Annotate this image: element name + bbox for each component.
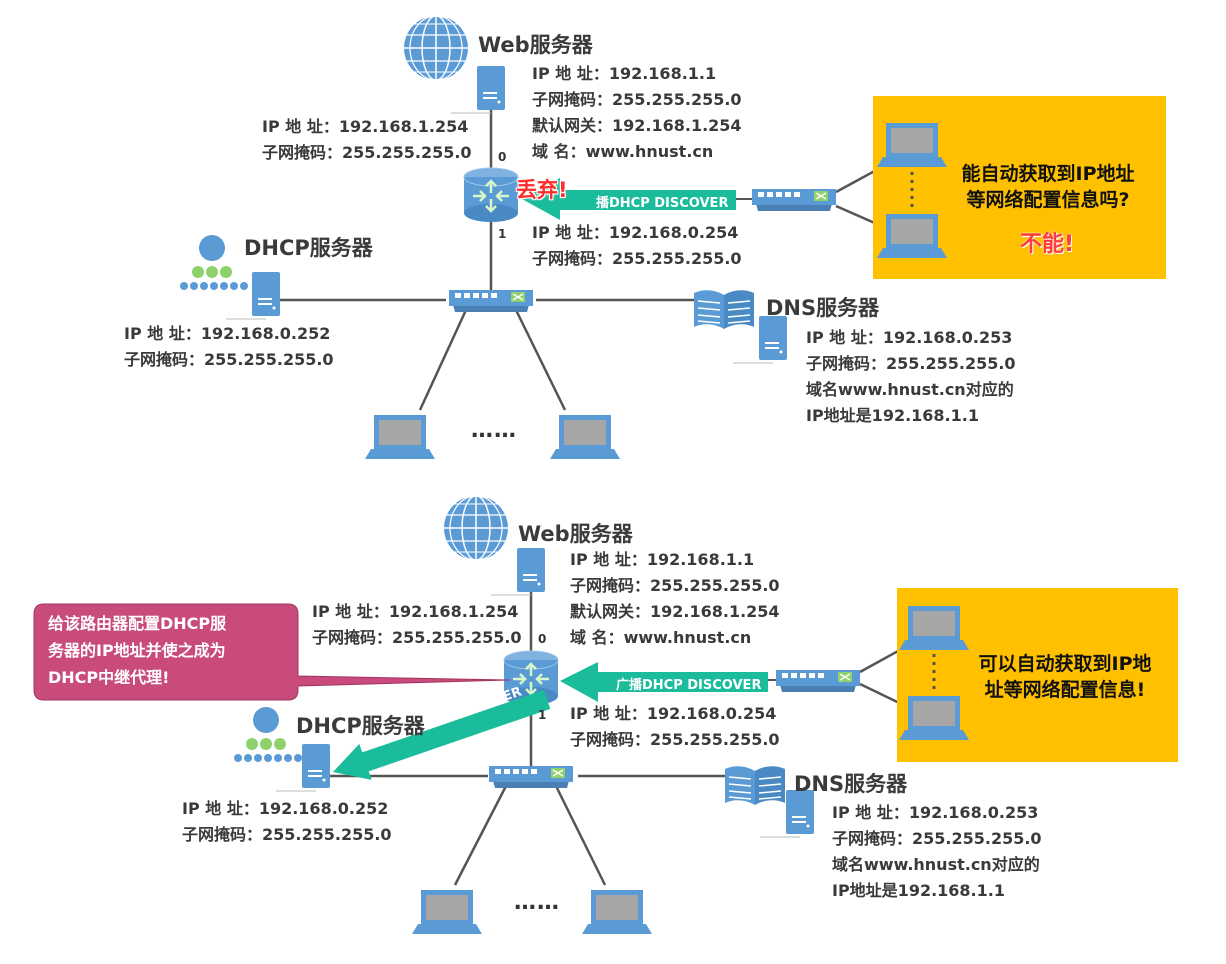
- bottom-more-hosts: ……: [514, 890, 560, 915]
- bottom-box-laptop-upper-icon: [899, 606, 969, 650]
- top-question-text: 能自动获取到IP地址等网络配置信息吗?: [961, 163, 1135, 211]
- bottom-laptop-left-icon: [412, 890, 482, 934]
- top-dns-title: DNS服务器: [766, 296, 880, 320]
- top-router-port1: 1: [498, 227, 507, 241]
- top-diagram: [180, 15, 1166, 459]
- top-hub-icon: [751, 188, 837, 212]
- bottom-switch-icon: [488, 765, 574, 789]
- bottom-answer-text: 可以自动获取到IP地址等网络配置信息!: [978, 653, 1152, 701]
- bottom-box-laptop-lower-icon: [899, 696, 969, 740]
- top-more-hosts: ……: [471, 418, 517, 443]
- top-web-globe-icon: [403, 15, 469, 81]
- bottom-unicast-arrow: [333, 689, 551, 780]
- top-broadcast-arrow: [522, 178, 736, 220]
- top-laptop-left-icon: [365, 415, 435, 459]
- top-box-laptop-lower-icon: [877, 214, 947, 258]
- bottom-broadcast-arrow: [560, 662, 768, 702]
- top-links: [280, 110, 896, 411]
- top-dhcp-title: DHCP服务器: [244, 236, 373, 260]
- top-switch-icon: [448, 289, 534, 313]
- bottom-callout-bubble: [33, 603, 511, 701]
- bottom-dhcp-icon: [234, 707, 302, 762]
- bottom-dhcp-server-icon: [275, 743, 331, 792]
- bottom-hub-icon: [775, 669, 861, 693]
- top-drop-label: 丢弃!: [516, 178, 568, 202]
- bottom-dns-book-icon: [724, 765, 786, 806]
- bottom-router-port1: 1: [538, 708, 547, 722]
- bottom-broadcast-label: 广播DHCP DISCOVER: [616, 678, 762, 693]
- bottom-web-title: Web服务器: [518, 522, 633, 546]
- top-broadcast-label: 播DHCP DISCOVER: [596, 196, 729, 211]
- top-answer-no: 不能!: [1020, 232, 1075, 257]
- top-web-server-icon: [450, 65, 506, 114]
- bottom-dhcp-title: DHCP服务器: [296, 714, 425, 738]
- top-router-icon: [462, 166, 520, 224]
- top-dhcp-server-icon: [225, 271, 281, 320]
- top-box-laptop-upper-icon: [877, 123, 947, 167]
- bottom-web-globe-icon: [443, 495, 509, 561]
- bottom-router-port0: 0: [538, 632, 547, 646]
- bottom-laptop-right-icon: [582, 890, 652, 934]
- top-web-title: Web服务器: [478, 33, 593, 57]
- bottom-diagram: [33, 495, 1178, 934]
- top-laptop-right-icon: [550, 415, 620, 459]
- bottom-dns-title: DNS服务器: [794, 772, 908, 796]
- bottom-web-server-icon: [490, 547, 546, 596]
- top-dns-book-icon: [693, 289, 755, 330]
- top-router-port0: 0: [498, 150, 507, 164]
- top-dhcp-icon: [180, 235, 248, 290]
